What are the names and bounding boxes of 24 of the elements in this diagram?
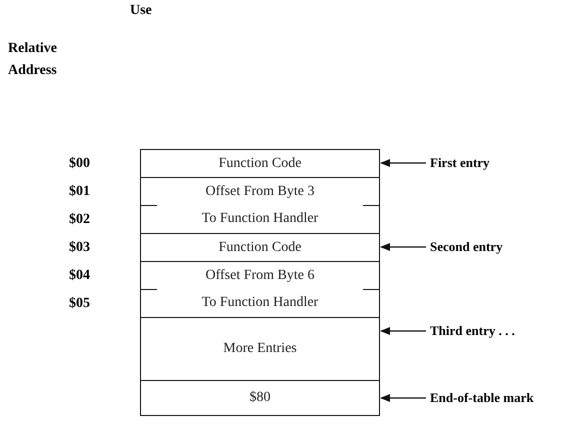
annotation-label: End-of-table mark	[430, 389, 534, 407]
address-label: $05	[68, 295, 90, 312]
table-row: To Function Handler	[140, 289, 380, 318]
column-heading: Relative Address	[8, 40, 58, 80]
heading-label: Use	[130, 2, 152, 19]
address-label: $02	[68, 211, 90, 228]
table-row: Offset From Byte 6	[140, 261, 380, 290]
address-label: $03	[68, 239, 90, 256]
annotation-label: Second entry	[430, 238, 503, 256]
table-row: More Entries	[140, 317, 380, 381]
arrow	[380, 327, 426, 335]
arrow	[380, 394, 426, 402]
table-row: Function Code	[140, 233, 380, 262]
table-row: To Function Handler	[140, 205, 380, 234]
table-row: Offset From Byte 3	[140, 177, 380, 206]
address-label: $04	[68, 267, 90, 284]
annotation-label: First entry	[430, 154, 490, 172]
annotation-label: Third entry . . .	[430, 322, 515, 340]
arrow	[380, 159, 426, 167]
table-row: Function Code	[140, 149, 380, 178]
arrow	[380, 243, 426, 251]
address-label: $01	[68, 183, 90, 200]
table-row: $80	[140, 380, 380, 416]
address-label: $00	[68, 155, 90, 172]
